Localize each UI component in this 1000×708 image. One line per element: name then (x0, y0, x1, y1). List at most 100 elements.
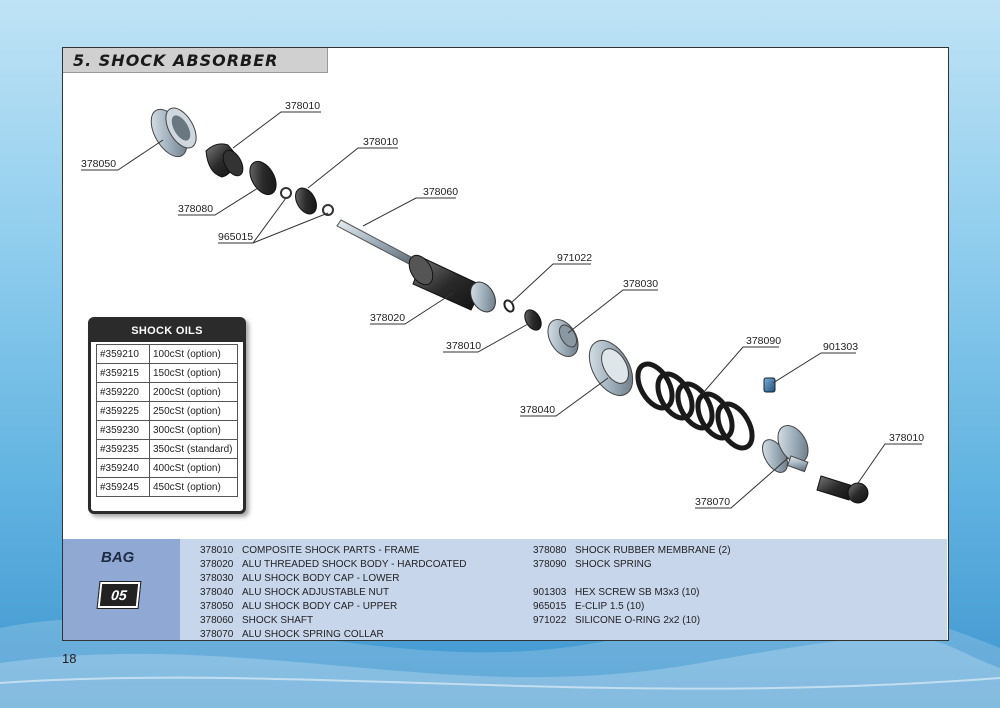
part-name: COMPOSITE SHOCK PARTS - FRAME (242, 545, 420, 556)
part-name: ALU SHOCK BODY CAP - UPPER (242, 601, 398, 612)
part-eclip-2 (322, 204, 334, 216)
list-item: 378050 ALU SHOCK BODY CAP - UPPER (200, 600, 466, 614)
callout-378050: 378050 (81, 158, 116, 170)
part-name: SHOCK SPRING (575, 559, 652, 570)
list-item: 378090 SHOCK SPRING (533, 558, 731, 572)
part-membrane (249, 160, 277, 196)
part-name: SHOCK RUBBER MEMBRANE (2) (575, 545, 731, 556)
list-item: 378020 ALU THREADED SHOCK BODY - HARDCOAT… (200, 558, 466, 572)
part-eclip-1 (280, 187, 292, 199)
oil-code: #359215 (96, 363, 150, 383)
list-item: 378040 ALU SHOCK ADJUSTABLE NUT (200, 586, 466, 600)
callout-378010-c: 378010 (446, 340, 481, 352)
callout-901303: 901303 (823, 341, 858, 353)
callout-378090: 378090 (746, 335, 781, 347)
part-name: E-CLIP 1.5 (10) (575, 601, 645, 612)
oil-code: #359235 (96, 439, 150, 459)
part-frame-top (205, 143, 244, 178)
page-title: 5. SHOCK ABSORBER (73, 51, 279, 70)
part-code: 378030 (200, 573, 234, 584)
list-item: 378030 ALU SHOCK BODY CAP - LOWER (200, 572, 466, 586)
oil-code: #359240 (96, 458, 150, 478)
part-lower-cap (547, 319, 579, 357)
oil-desc: 350cSt (standard) (149, 439, 238, 459)
part-code: 901303 (533, 587, 567, 598)
part-code: 378010 (200, 545, 234, 556)
list-item (533, 572, 731, 586)
part-shaft (336, 219, 414, 265)
part-code: 378090 (533, 559, 567, 570)
oil-code: #359220 (96, 382, 150, 402)
list-item: 378080 SHOCK RUBBER MEMBRANE (2) (533, 544, 731, 558)
parts-list-left: 378010 COMPOSITE SHOCK PARTS - FRAME 3780… (200, 544, 466, 640)
part-name: ALU SHOCK BODY CAP - LOWER (242, 573, 400, 584)
part-code: 378070 (200, 629, 234, 640)
part-code: 378040 (200, 587, 234, 598)
part-oring (503, 299, 515, 313)
leader-lines (81, 111, 922, 509)
part-shock-body (408, 254, 496, 313)
shock-oils-header: SHOCK OILS (91, 320, 243, 342)
callout-378070: 378070 (695, 496, 730, 508)
list-item: 378060 SHOCK SHAFT (200, 614, 466, 628)
exploded-diagram: 378010 378010 378050 378080 965015 37806… (81, 100, 924, 509)
callout-378010-d: 378010 (889, 432, 924, 444)
list-item: 965015 E-CLIP 1.5 (10) (533, 600, 731, 614)
part-code: 378020 (200, 559, 234, 570)
page-number: 18 (62, 651, 77, 666)
callout-378040: 378040 (520, 404, 555, 416)
title-bar: 5. SHOCK ABSORBER (63, 48, 328, 73)
part-name: SILICONE O-RING 2x2 (10) (575, 615, 701, 626)
part-name: SHOCK SHAFT (242, 615, 314, 626)
instruction-panel: 5. SHOCK ABSORBER (62, 47, 949, 641)
part-spring-collar (762, 425, 809, 473)
oil-desc: 100cSt (option) (149, 344, 238, 364)
parts-list-right: 378080 SHOCK RUBBER MEMBRANE (2) 378090 SH… (533, 544, 731, 628)
list-item: 901303 HEX SCREW SB M3x3 (10) (533, 586, 731, 600)
oil-code: #359210 (96, 344, 150, 364)
part-name: ALU THREADED SHOCK BODY - HARDCOATED (242, 559, 467, 570)
part-code: 378050 (200, 601, 234, 612)
callout-378010-b: 378010 (363, 136, 398, 148)
callout-971022: 971022 (557, 252, 592, 264)
callout-965015: 965015 (218, 231, 253, 243)
oil-code: #359230 (96, 420, 150, 440)
parts-list-area: BAG 05 378010 COMPOSITE SHOCK PARTS - FRA… (63, 539, 947, 640)
oil-desc: 300cSt (option) (149, 420, 238, 440)
part-code: 378060 (200, 615, 234, 626)
list-item: 378010 COMPOSITE SHOCK PARTS - FRAME (200, 544, 466, 558)
bag-label: BAG (101, 549, 135, 566)
part-name: HEX SCREW SB M3x3 (10) (575, 587, 700, 598)
callout-378060: 378060 (423, 186, 458, 198)
oil-desc: 200cSt (option) (149, 382, 238, 402)
part-piston (295, 187, 317, 215)
oil-code: #359245 (96, 477, 150, 497)
bag-column: BAG 05 (63, 539, 180, 640)
part-name: ALU SHOCK ADJUSTABLE NUT (242, 587, 390, 598)
part-code: 378080 (533, 545, 567, 556)
callout-378030: 378030 (623, 278, 658, 290)
bag-number-badge: 05 (96, 581, 142, 609)
part-code: 965015 (533, 601, 567, 612)
oil-code: #359225 (96, 401, 150, 421)
callout-378020: 378020 (370, 312, 405, 324)
part-upper-cap (150, 107, 197, 158)
oil-desc: 250cSt (option) (149, 401, 238, 421)
oil-desc: 450cSt (option) (149, 477, 238, 497)
oil-desc: 150cSt (option) (149, 363, 238, 383)
oil-desc: 400cSt (option) (149, 458, 238, 478)
callout-378010-a: 378010 (285, 100, 320, 112)
part-hex-screw (763, 377, 776, 393)
